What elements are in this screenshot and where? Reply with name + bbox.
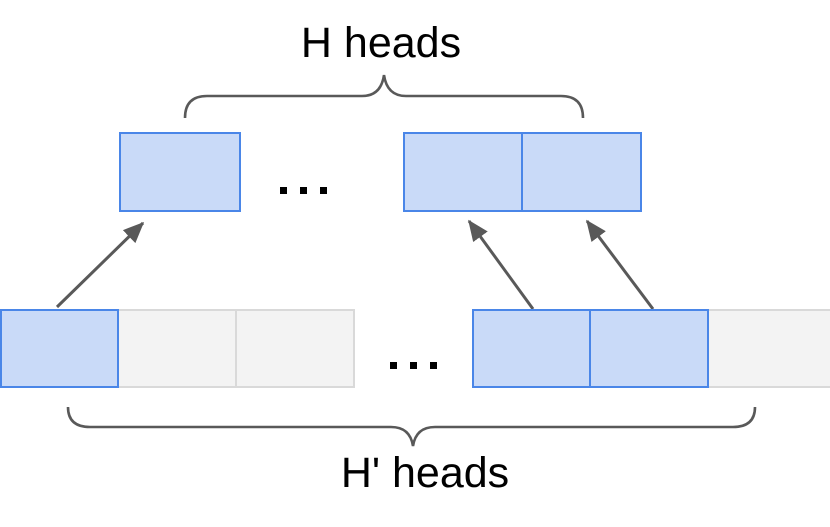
ellipsis-dot [430,362,437,369]
bottom-head-box-2 [472,309,592,388]
top-brace-label: H heads [300,19,462,67]
ellipsis-dot [320,187,327,194]
bottom-head-box-3 [589,309,709,388]
arrow-left-head [55,221,145,309]
bottom-head-box-1 [0,309,119,388]
bottom-pruned-box-1 [117,309,237,388]
top-brace [183,74,585,119]
top-ellipsis [280,187,327,194]
arrow-right-head [585,219,655,310]
ellipsis-dot [390,362,397,369]
arrow-middle-head [467,219,535,310]
bottom-pruned-box-3 [706,309,830,388]
ellipsis-dot [280,187,287,194]
top-head-box-3 [521,132,642,212]
bottom-brace-label: H' heads [340,449,510,497]
ellipsis-dot [300,187,307,194]
bottom-ellipsis [390,362,437,369]
bottom-brace [66,406,757,447]
top-head-box-1 [119,132,241,212]
ellipsis-dot [410,362,417,369]
bottom-pruned-box-2 [235,309,355,388]
top-head-box-2 [403,132,524,212]
